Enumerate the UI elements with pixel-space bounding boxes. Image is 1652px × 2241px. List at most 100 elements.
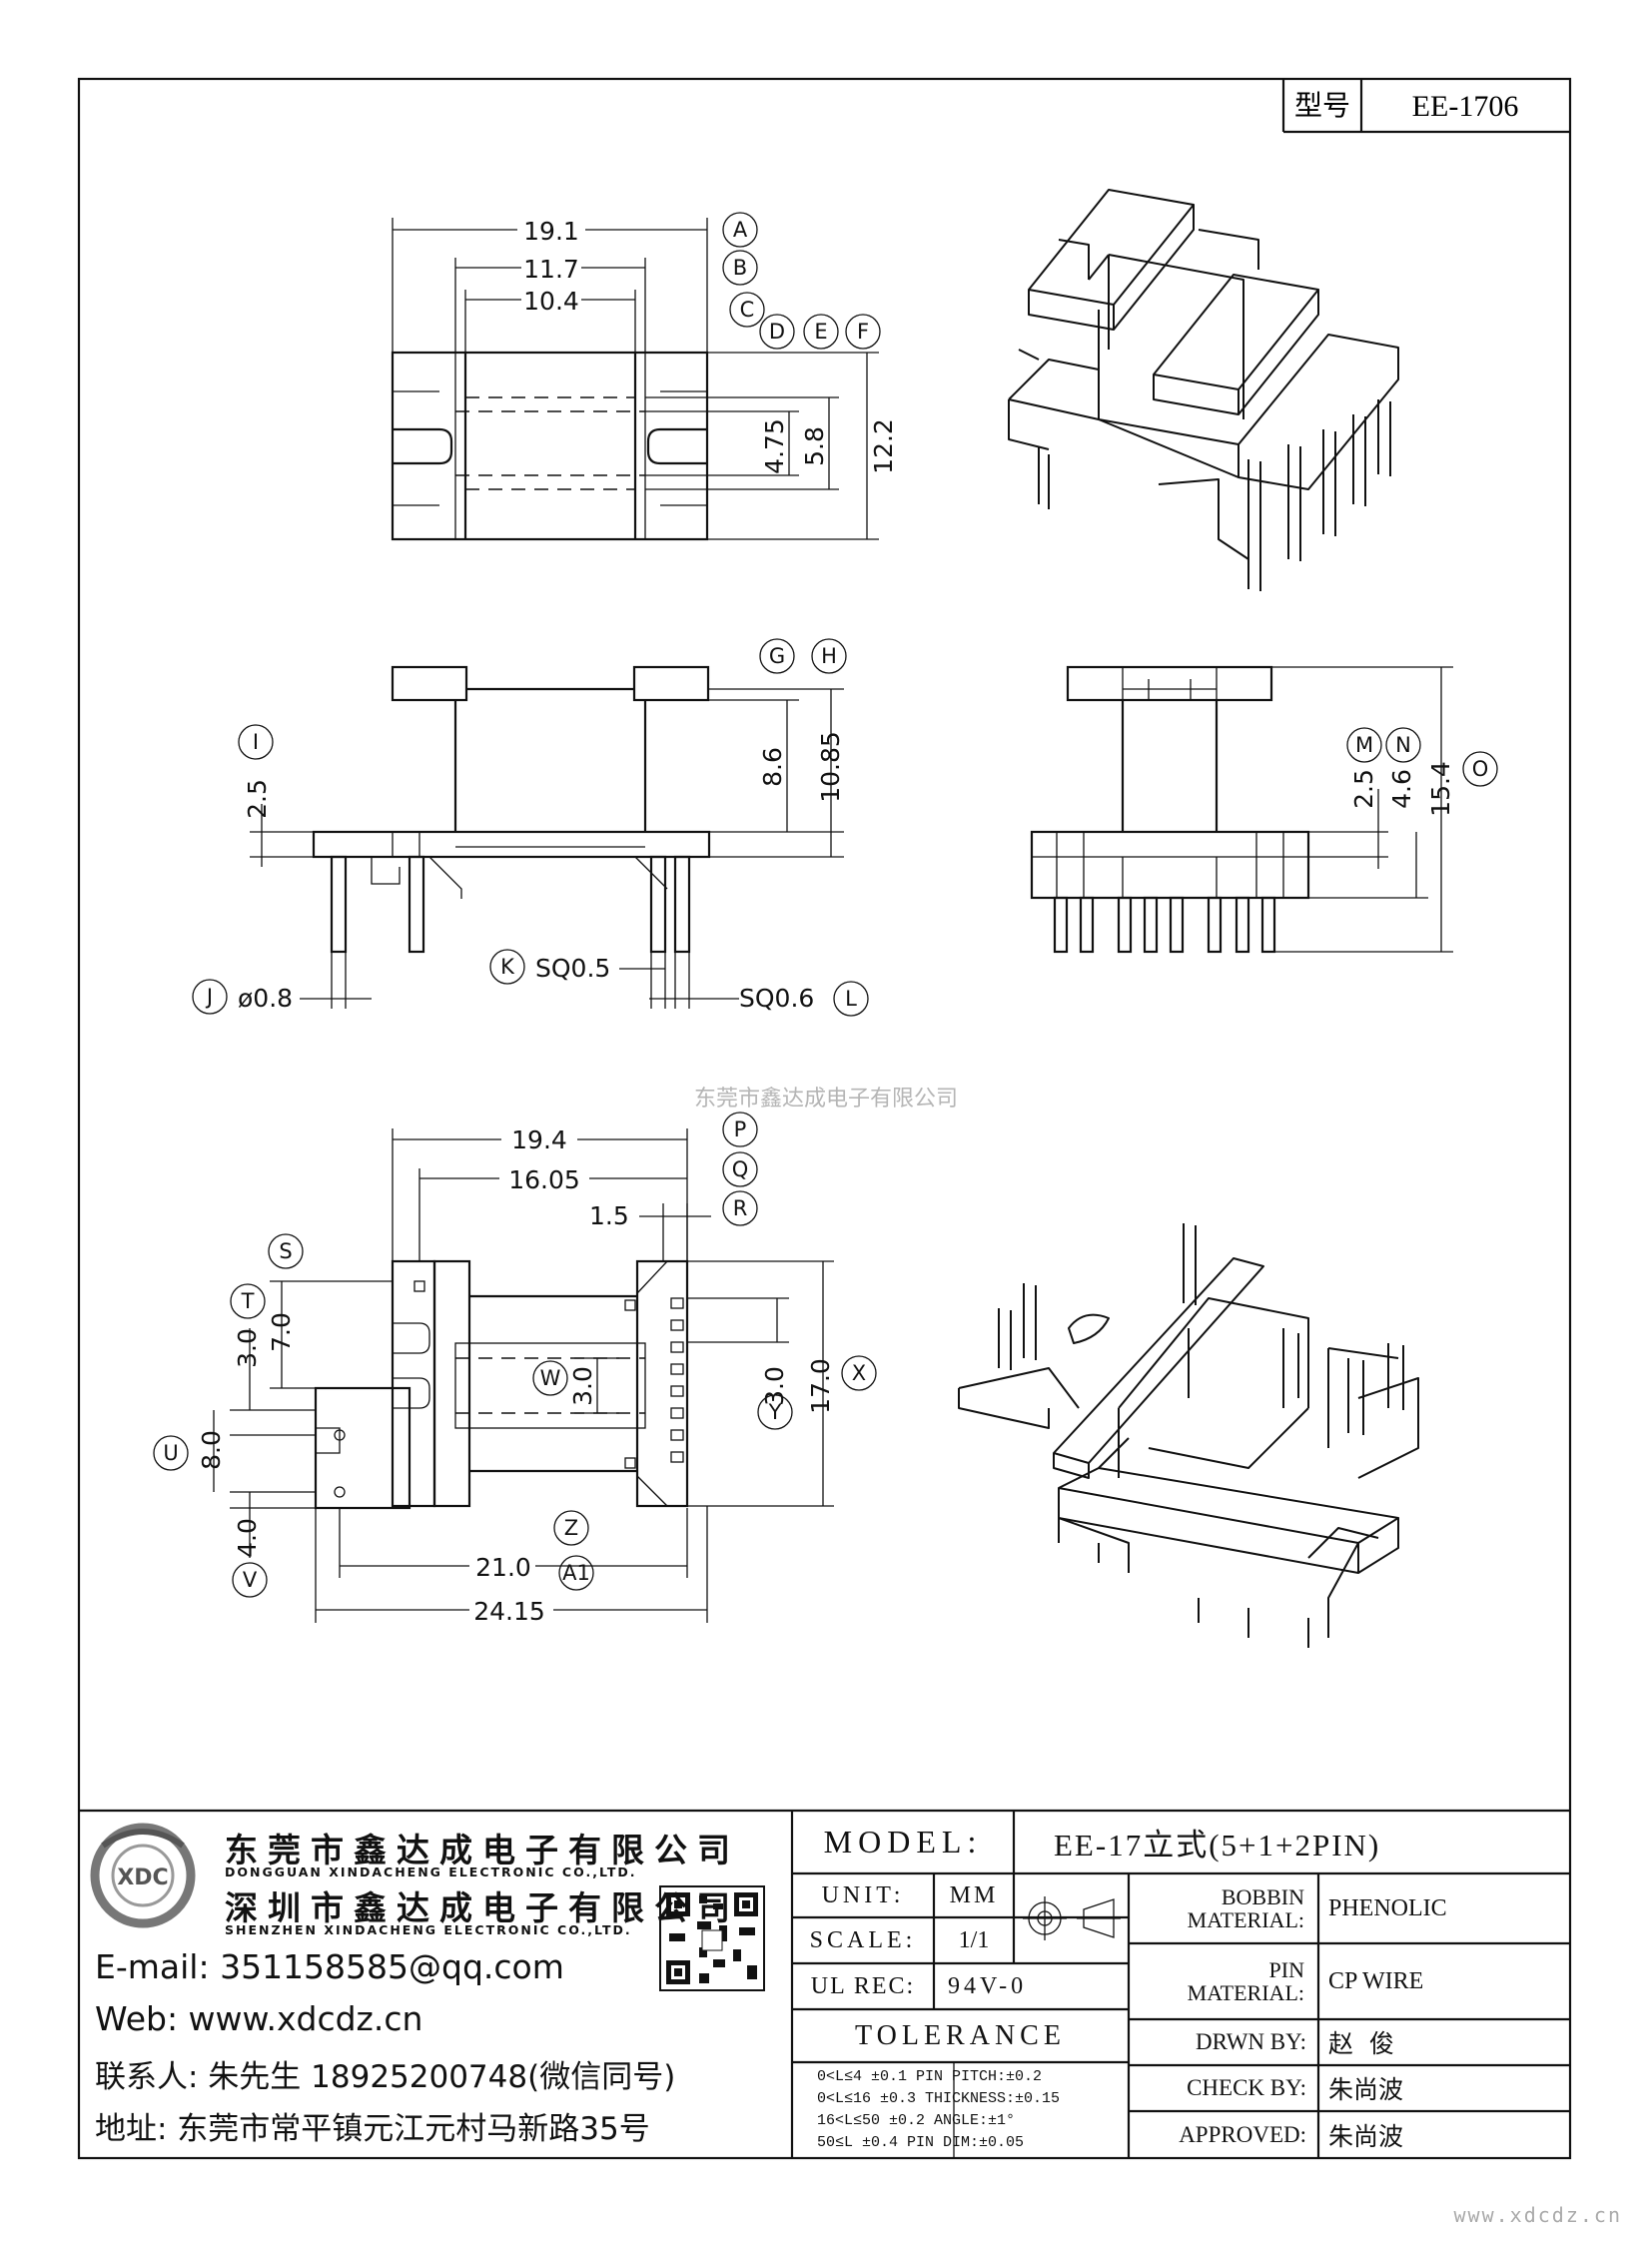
dim-4-0: 4.0 xyxy=(233,1518,262,1558)
dim-11-7: 11.7 xyxy=(523,255,579,284)
callout-D: D xyxy=(769,320,785,344)
callout-P: P xyxy=(734,1118,747,1141)
tb-pin-label: PIN MATERIAL: xyxy=(1129,1943,1318,2019)
callout-C: C xyxy=(740,298,755,322)
company-name-1: 东莞市鑫达成电子有限公司 xyxy=(225,1831,740,1869)
tb-pin-label-1: PIN xyxy=(1268,1956,1304,1982)
callout-A1: A1 xyxy=(562,1561,590,1585)
tb-model-value: EE-17立式(5+1+2PIN) xyxy=(1054,1828,1381,1863)
top-view: 19.1 11.7 10.4 4.75 5.8 12.2 xyxy=(391,214,898,541)
dim-sq-0-5: SQ0.5 xyxy=(535,954,610,983)
callouts-top: A B C D E F xyxy=(722,212,881,350)
dim-10-85: 10.85 xyxy=(816,731,845,803)
company-name-2: 深圳市鑫达成电子有限公司 xyxy=(225,1888,740,1927)
callout-U: U xyxy=(163,1441,178,1465)
tb-bobbin-label: BOBBIN MATERIAL: xyxy=(1129,1873,1318,1943)
dim-5-8: 5.8 xyxy=(800,426,829,466)
tb-bobbin-value: PHENOLIC xyxy=(1328,1894,1447,1921)
callout-X: X xyxy=(852,1361,866,1385)
callout-Q: Q xyxy=(732,1157,749,1181)
front-view: 8.6 10.85 2.5 ø0.8 SQ0.5 SQ0.6 xyxy=(238,665,845,1013)
title-block-grid: XDC xyxy=(79,1809,1570,2158)
callout-O: O xyxy=(1472,757,1489,781)
header-model-value: EE-1706 xyxy=(1412,90,1519,123)
callout-R: R xyxy=(733,1196,748,1220)
dim-17-0: 17.0 xyxy=(806,1358,835,1414)
dim-phi-0-8: ø0.8 xyxy=(238,984,293,1013)
tb-ul-label: UL REC: xyxy=(810,1972,916,1999)
tb-approved-value: 朱尚波 xyxy=(1328,2121,1404,2151)
callout-L: L xyxy=(845,987,857,1011)
tb-unit-value: MM xyxy=(949,1881,999,1908)
tb-check-label: CHECK BY: xyxy=(1187,2075,1306,2100)
dim-19-4: 19.4 xyxy=(511,1125,567,1154)
dim-1-5: 1.5 xyxy=(589,1201,629,1230)
tb-ul-value: 94V-0 xyxy=(948,1972,1028,1999)
company-logo: XDC xyxy=(90,1823,196,1928)
dim-3-0-right: 3.0 xyxy=(760,1366,789,1406)
tolerance-row-3: 16<L≤50 ±0.2 ANGLE:±1° xyxy=(817,2112,1016,2129)
callouts-bottom: P Q R S T U V W Y X Z A1 xyxy=(153,1112,877,1598)
callout-K: K xyxy=(500,955,515,979)
dim-15-4: 15.4 xyxy=(1426,761,1455,817)
tb-pin-value: CP WIRE xyxy=(1328,1967,1424,1994)
callout-A: A xyxy=(733,218,748,242)
side-view: 2.5 4.6 15.4 xyxy=(1030,665,1455,954)
dim-4-6: 4.6 xyxy=(1387,769,1416,809)
tb-approved-label: APPROVED: xyxy=(1179,2121,1306,2147)
qr-code xyxy=(659,1885,765,1991)
dim-2-5-side: 2.5 xyxy=(1349,769,1378,809)
dim-8-0: 8.0 xyxy=(197,1430,226,1470)
footer-url: www.xdcdz.cn xyxy=(1453,2203,1622,2227)
callout-Z: Z xyxy=(564,1516,578,1540)
callout-S: S xyxy=(279,1239,292,1263)
callout-J: J xyxy=(205,985,213,1009)
company-name-1-en: DONGGUAN XINDACHENG ELECTRONIC CO.,LTD. xyxy=(225,1865,637,1879)
dim-7-0: 7.0 xyxy=(267,1312,296,1352)
tb-scale-value: 1/1 xyxy=(958,1926,990,1953)
callout-T: T xyxy=(241,1289,255,1313)
watermark-text: 东莞市鑫达成电子有限公司 xyxy=(693,1087,958,1112)
callout-W: W xyxy=(540,1366,561,1390)
dim-12-2: 12.2 xyxy=(869,418,898,474)
isometric-view-bottom xyxy=(958,1223,1419,1648)
contact-person: 联系人: 朱先生 18925200748(微信同号) xyxy=(95,2059,676,2095)
callouts-side: M N O xyxy=(1346,727,1498,787)
dim-3-0-center: 3.0 xyxy=(568,1366,597,1406)
callout-I: I xyxy=(253,730,259,754)
callout-N: N xyxy=(1395,733,1411,757)
tb-drawn-label: DRWN BY: xyxy=(1196,2029,1306,2054)
dim-10-4: 10.4 xyxy=(523,287,579,316)
projection-symbol xyxy=(1023,1896,1121,1940)
tb-check-value: 朱尚波 xyxy=(1328,2075,1404,2104)
dim-3-0-left: 3.0 xyxy=(233,1328,262,1368)
contact-web: Web: www.xdcdz.cn xyxy=(95,1999,423,2038)
tb-tolerance-label: TOLERANCE xyxy=(855,2019,1066,2051)
dim-sq-0-6: SQ0.6 xyxy=(739,984,814,1013)
header-model-label: 型号 xyxy=(1294,90,1350,122)
tb-model-label: MODEL: xyxy=(823,1824,983,1860)
drawing-frame xyxy=(77,77,1572,2160)
tb-pin-label-2: MATERIAL: xyxy=(1187,1980,1304,2005)
dim-4-75: 4.75 xyxy=(760,418,789,474)
callout-E: E xyxy=(814,320,827,344)
callouts-front: G H I J K L xyxy=(192,638,869,1017)
tolerance-row-1: 0<L≤4 ±0.1 PIN PITCH:±0.2 xyxy=(817,2068,1043,2085)
isometric-view-top xyxy=(1008,189,1399,591)
bottom-view: 19.4 16.05 1.5 3.0 7.0 8.0 4.0 3.0 3.0 1… xyxy=(197,1123,835,1626)
tolerance-row-4: 50≤L ±0.4 PIN DIM:±0.05 xyxy=(817,2134,1025,2151)
company-name-2-en: SHENZHEN XINDACHENG ELECTRONIC CO.,LTD. xyxy=(225,1922,632,1937)
callout-V: V xyxy=(243,1568,258,1592)
tb-unit-label: UNIT: xyxy=(821,1881,905,1908)
logo-text: XDC xyxy=(117,1866,168,1890)
tb-scale-label: SCALE: xyxy=(809,1926,917,1953)
dim-19-1: 19.1 xyxy=(523,217,579,246)
callout-G: G xyxy=(769,644,785,668)
callout-M: M xyxy=(1355,733,1373,757)
contact-address: 地址: 东莞市常平镇元江元村马新路35号 xyxy=(95,2111,650,2147)
callout-B: B xyxy=(733,256,747,280)
dim-8-6: 8.6 xyxy=(758,747,787,787)
tb-bobbin-label-1: BOBBIN xyxy=(1221,1883,1304,1909)
dim-2-5-front: 2.5 xyxy=(243,779,272,819)
